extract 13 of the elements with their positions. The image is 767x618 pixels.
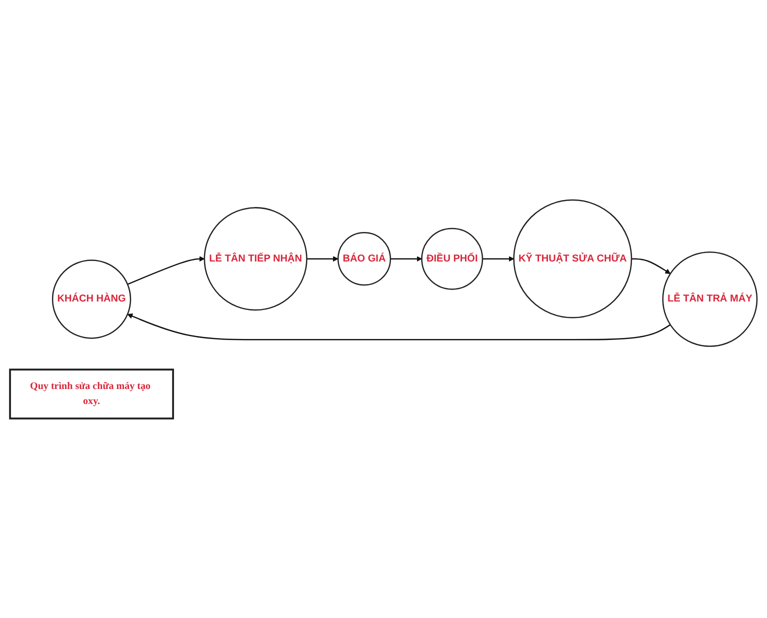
node-circle: KỸ THUẬT SỬA CHỮA — [513, 199, 632, 318]
node-circle: BÁO GIÁ — [337, 232, 392, 286]
node-circle: KHÁCH HÀNG — [52, 259, 132, 339]
arrow — [306, 256, 338, 262]
arrow — [127, 313, 671, 340]
arrow — [390, 256, 422, 262]
node-circle: LỄ TÂN TIẾP NHẬN — [204, 206, 308, 310]
arrow — [127, 256, 205, 285]
node-circle: ĐIỀU PHỐI — [421, 228, 484, 290]
node-circle: LỄ TÂN TRẢ MÁY — [662, 251, 758, 347]
arrow — [482, 256, 514, 262]
node-box: Quy trình sửa chữa máy tạo oxy. — [9, 368, 174, 420]
arrow — [632, 258, 671, 274]
